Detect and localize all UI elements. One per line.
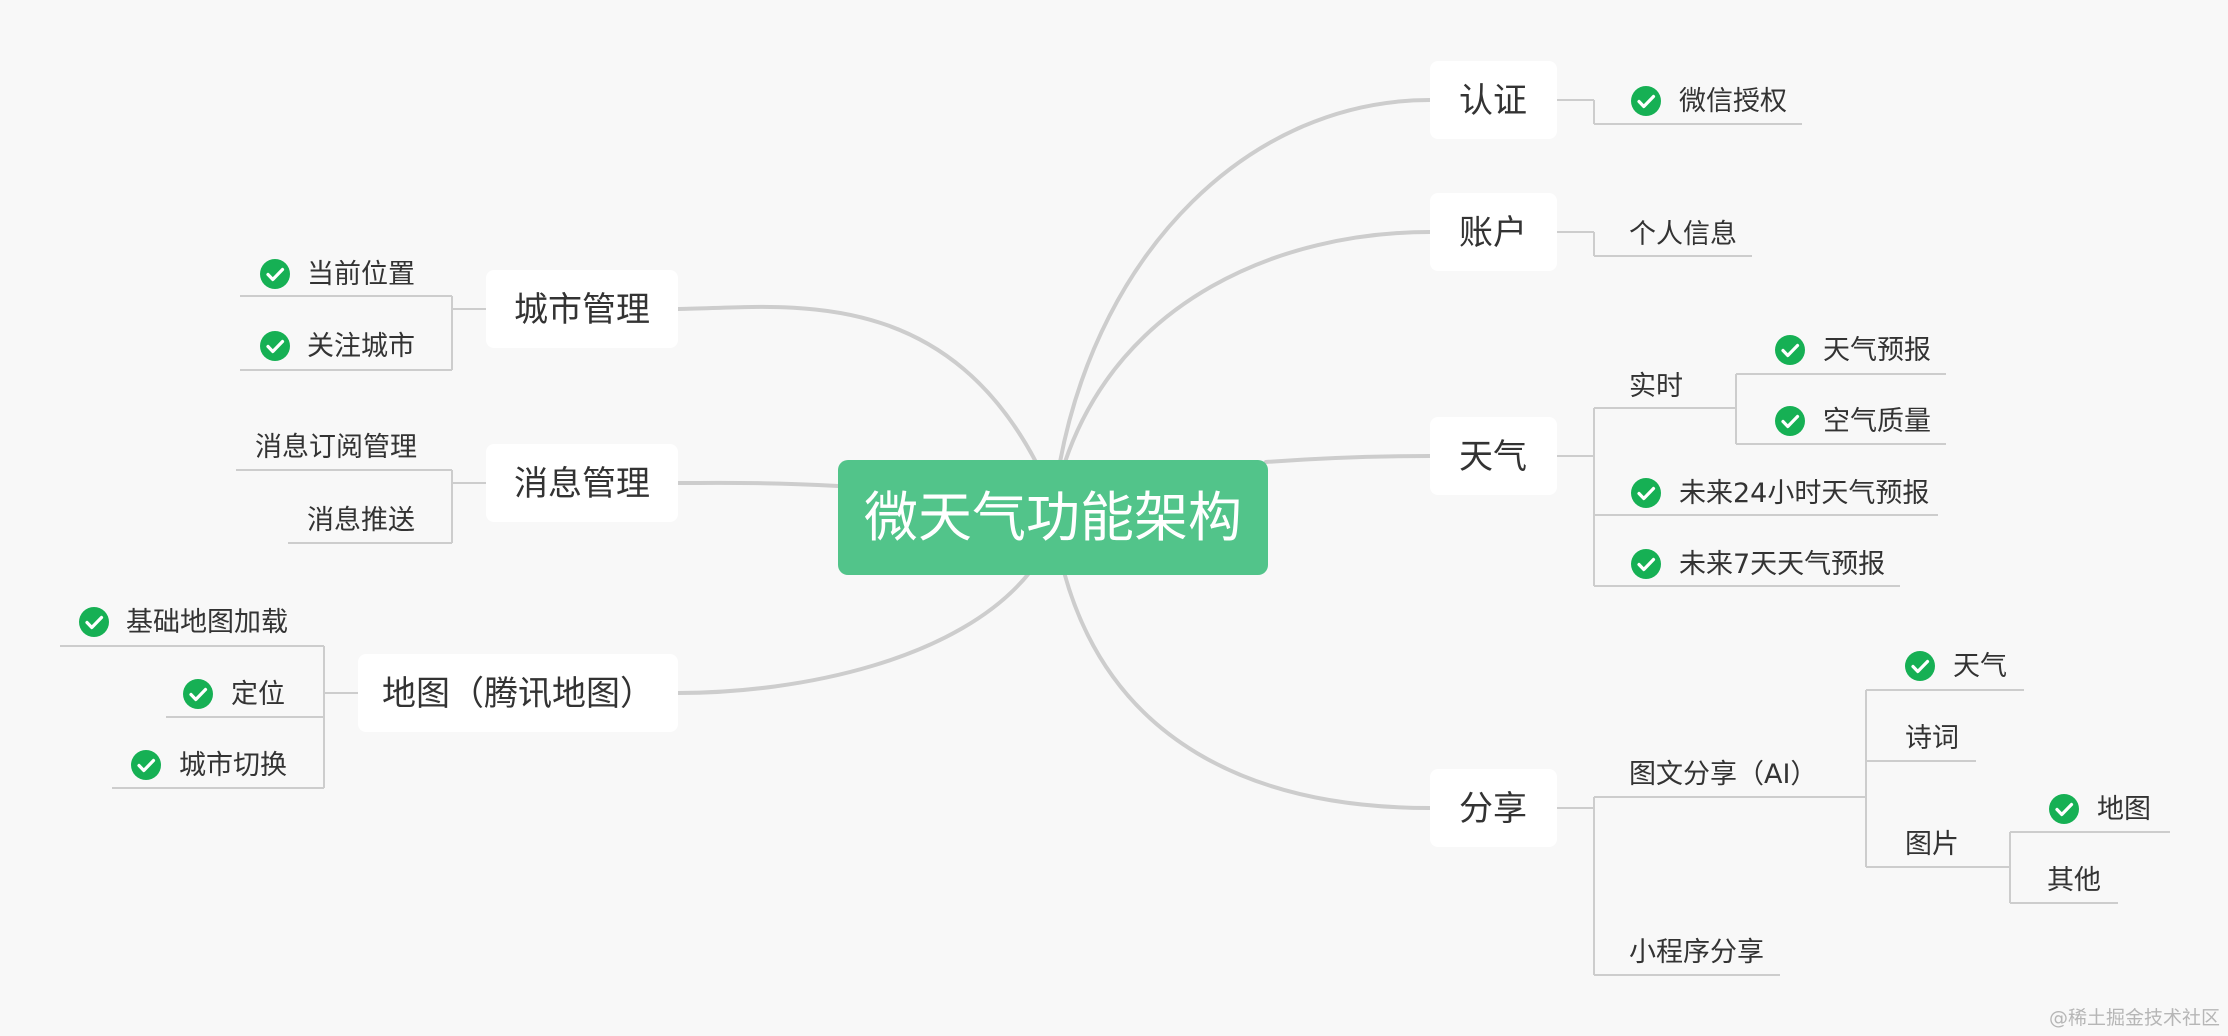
leaf-current-location[interactable]: 当前位置: [258, 257, 415, 291]
subtopic-label: 图片: [1905, 829, 1959, 860]
topic-account-label: 账户: [1459, 213, 1527, 253]
leaf-message-subscription[interactable]: 消息订阅管理: [255, 432, 417, 463]
leaf-basic-map-loading[interactable]: 基础地图加载: [77, 605, 288, 639]
leaf-label: 空气质量: [1823, 406, 1931, 437]
leaf-positioning[interactable]: 定位: [181, 677, 285, 711]
leaf-label: 关注城市: [307, 331, 415, 362]
connectors: [60, 99, 2170, 976]
leaf-label: 定位: [231, 679, 285, 710]
topic-share[interactable]: 分享: [1430, 769, 1557, 847]
subtopic-picture[interactable]: 图片: [1905, 829, 1959, 860]
root-title: 微天气功能架构: [864, 486, 1242, 549]
topic-map[interactable]: 地图（腾讯地图）: [358, 654, 678, 732]
topic-city-management-label: 城市管理: [514, 290, 650, 330]
watermark: @稀土掘金技术社区: [2049, 1007, 2220, 1029]
check-icon: [1773, 404, 1807, 438]
leaf-share-weather[interactable]: 天气: [1903, 649, 2007, 683]
leaf-label: 其他: [2047, 865, 2101, 896]
leaf-personal-info[interactable]: 个人信息: [1629, 219, 1737, 250]
leaf-label: 个人信息: [1629, 219, 1737, 250]
branch-curve-message: [676, 480, 840, 488]
topic-weather[interactable]: 天气: [1430, 417, 1557, 495]
leaf-label: 小程序分享: [1629, 937, 1764, 968]
topic-auth-label: 认证: [1459, 81, 1527, 121]
branch-curve-city: [676, 304, 1038, 464]
root-node[interactable]: 微天气功能架构: [838, 460, 1268, 575]
topic-message-management[interactable]: 消息管理: [486, 444, 678, 522]
leaf-label: 城市切换: [179, 750, 287, 781]
leaf-followed-cities[interactable]: 关注城市: [258, 329, 415, 363]
branch-curve-share: [1062, 570, 1432, 810]
leaf-message-push[interactable]: 消息推送: [307, 505, 415, 536]
topic-account[interactable]: 账户: [1430, 193, 1557, 271]
leaf-wechat-auth[interactable]: 微信授权: [1629, 84, 1787, 118]
check-icon: [77, 605, 111, 639]
subtopic-image-text-share[interactable]: 图文分享（AI）: [1629, 759, 1817, 790]
leaf-label: 诗词: [1905, 723, 1959, 754]
leaf-label: 当前位置: [307, 259, 415, 290]
leaf-label: 消息推送: [307, 505, 415, 536]
branch-curve-account: [1063, 230, 1432, 464]
subtopic-label: 实时: [1629, 371, 1683, 402]
leaf-share-poem[interactable]: 诗词: [1905, 723, 1959, 754]
check-icon: [1629, 476, 1663, 510]
leaf-label: 微信授权: [1679, 86, 1787, 117]
check-icon: [2047, 792, 2081, 826]
branch-curve-auth: [1058, 98, 1432, 464]
topic-auth[interactable]: 认证: [1430, 61, 1557, 139]
leaf-picture-other[interactable]: 其他: [2047, 865, 2101, 896]
subtopic-realtime[interactable]: 实时: [1629, 371, 1683, 402]
check-icon: [1773, 333, 1807, 367]
check-icon: [129, 748, 163, 782]
leaf-picture-map[interactable]: 地图: [2047, 792, 2151, 826]
leaf-7day-forecast[interactable]: 未来7天天气预报: [1629, 547, 1885, 581]
leaf-label: 未来24小时天气预报: [1679, 478, 1929, 509]
check-icon: [258, 329, 292, 363]
leaf-mini-program-share[interactable]: 小程序分享: [1629, 937, 1764, 968]
leaf-weather-forecast[interactable]: 天气预报: [1773, 333, 1931, 367]
topic-message-management-label: 消息管理: [514, 464, 650, 504]
leaf-label: 消息订阅管理: [255, 432, 417, 463]
topic-weather-label: 天气: [1459, 437, 1527, 477]
leaf-air-quality[interactable]: 空气质量: [1773, 404, 1931, 438]
topic-share-label: 分享: [1459, 789, 1527, 829]
leaf-city-switch[interactable]: 城市切换: [129, 748, 287, 782]
leaf-label: 未来7天天气预报: [1679, 549, 1885, 580]
check-icon: [1903, 649, 1937, 683]
check-icon: [1629, 547, 1663, 581]
check-icon: [258, 257, 292, 291]
check-icon: [181, 677, 215, 711]
leaf-label: 基础地图加载: [126, 607, 288, 638]
leaf-24h-forecast[interactable]: 未来24小时天气预报: [1629, 476, 1929, 510]
leaf-label: 天气: [1953, 651, 2007, 682]
check-icon: [1629, 84, 1663, 118]
branch-curve-weather: [1264, 454, 1432, 464]
branch-curve-map: [676, 570, 1032, 695]
subtopic-label: 图文分享（AI）: [1629, 759, 1817, 790]
topic-map-label: 地图（腾讯地图）: [382, 674, 654, 714]
leaf-label: 地图: [2097, 794, 2151, 825]
leaf-label: 天气预报: [1823, 335, 1931, 366]
main-branches: [676, 98, 1432, 810]
topic-city-management[interactable]: 城市管理: [486, 270, 678, 348]
